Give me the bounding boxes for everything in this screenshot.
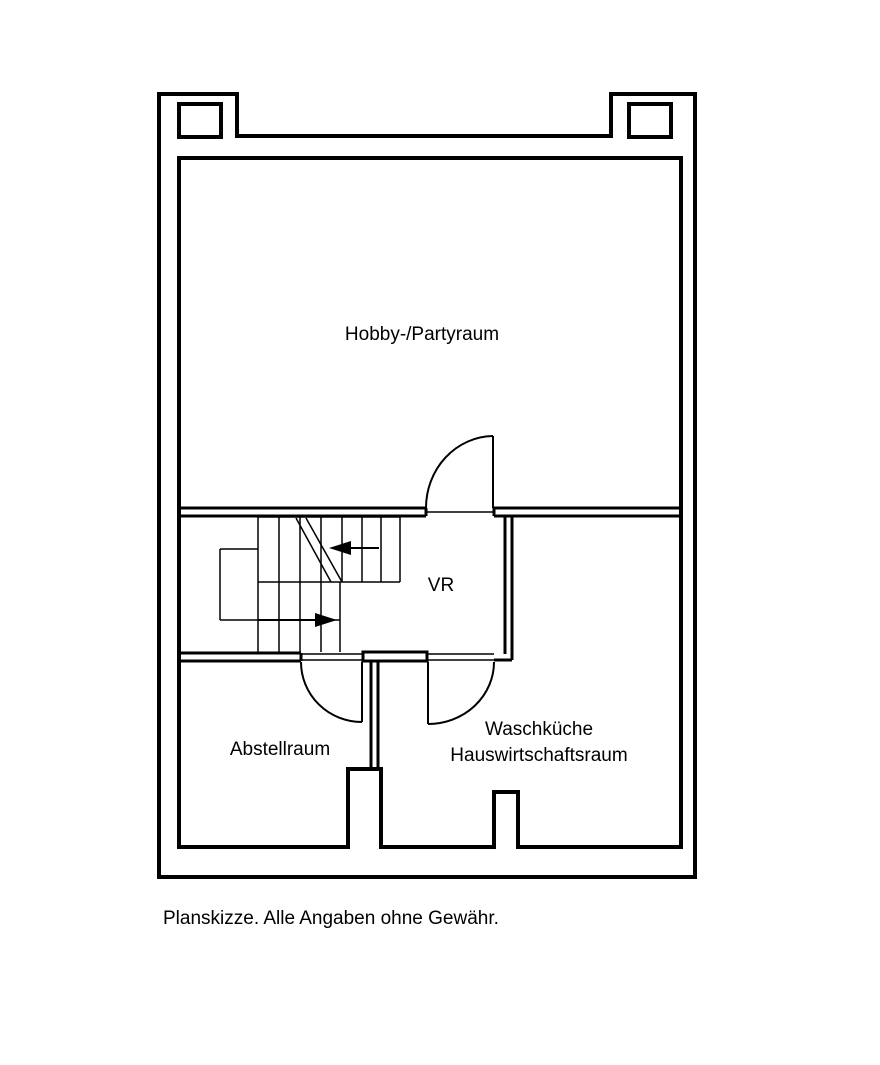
- room-label-wasch-line1: Waschküche: [485, 719, 593, 740]
- room-label-hobby: Hobby-/Partyraum: [345, 324, 499, 345]
- room-label-vr: VR: [428, 575, 454, 596]
- interior-walls: [179, 506, 681, 769]
- stair-arrow-up-head: [329, 541, 351, 555]
- walls: [157, 92, 697, 879]
- disclaimer-caption: Planskizze. Alle Angaben ohne Gewähr.: [163, 908, 499, 929]
- door-swing-hobby: [425, 435, 494, 509]
- light-well-left: [177, 102, 223, 139]
- door-swing-wasch: [427, 661, 495, 725]
- room-label-wasch-line2: Hauswirtschaftsraum: [450, 745, 627, 766]
- stair-cut-line-b: [305, 517, 343, 583]
- staircase: [219, 516, 401, 652]
- doors: [300, 435, 495, 725]
- inner-wall-outline: [177, 156, 683, 849]
- light-well-right: [627, 102, 673, 139]
- outer-wall-outline: [157, 92, 697, 879]
- stair-arrow-down-head: [315, 613, 337, 627]
- room-labels: Hobby-/Partyraum VR Abstellraum Waschküc…: [230, 324, 628, 766]
- stair-cut-line-a: [295, 517, 332, 583]
- door-swing-abstell: [300, 661, 363, 723]
- stair-arrows: [258, 541, 379, 627]
- room-label-abstell: Abstellraum: [230, 739, 330, 760]
- door-openings: [301, 511, 494, 661]
- wall-middle-block: [361, 650, 429, 663]
